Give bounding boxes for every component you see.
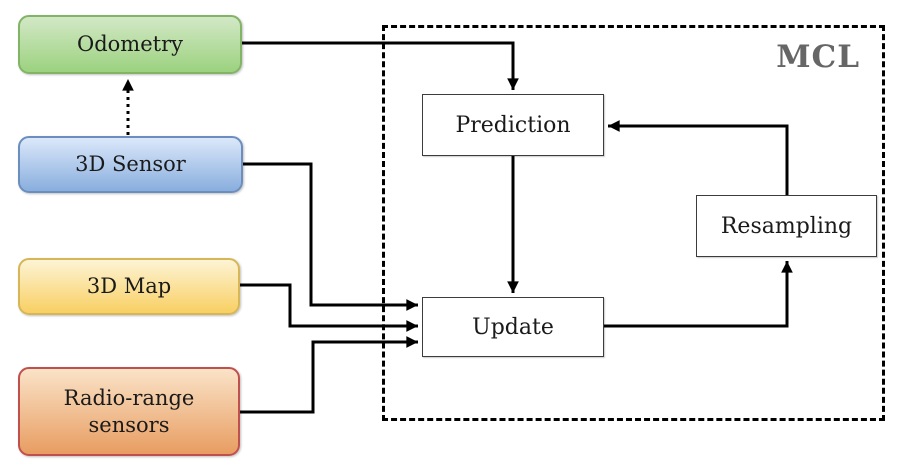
- edge-sensor3d-to-update: [242, 162, 418, 311]
- node-prediction: Prediction: [422, 94, 604, 156]
- edge-update-to-resampling: [604, 261, 793, 328]
- node-prediction-label: Prediction: [455, 112, 571, 138]
- node-resampling: Resampling: [696, 195, 877, 257]
- node-radio-range-sensors: Radio-range sensors: [18, 367, 240, 456]
- edge-resampling-to-prediction: [608, 120, 789, 195]
- node-3d-sensor-label: 3D Sensor: [75, 152, 186, 177]
- node-odometry-label: Odometry: [77, 32, 183, 57]
- edge-odometry-to-prediction: [241, 41, 519, 90]
- node-update-label: Update: [472, 314, 554, 340]
- edge-radio-to-update: [239, 336, 418, 414]
- node-update: Update: [422, 297, 604, 357]
- node-radio-range-sensors-label: Radio-range sensors: [63, 386, 195, 437]
- node-odometry: Odometry: [18, 15, 242, 74]
- node-3d-map: 3D Map: [18, 258, 240, 315]
- edge-map3d-to-update: [239, 283, 418, 332]
- mcl-dashed-region: MCL: [382, 25, 885, 421]
- mcl-region-title: MCL: [776, 39, 860, 75]
- node-resampling-label: Resampling: [720, 213, 853, 239]
- node-3d-sensor: 3D Sensor: [18, 136, 243, 193]
- node-3d-map-label: 3D Map: [86, 274, 172, 299]
